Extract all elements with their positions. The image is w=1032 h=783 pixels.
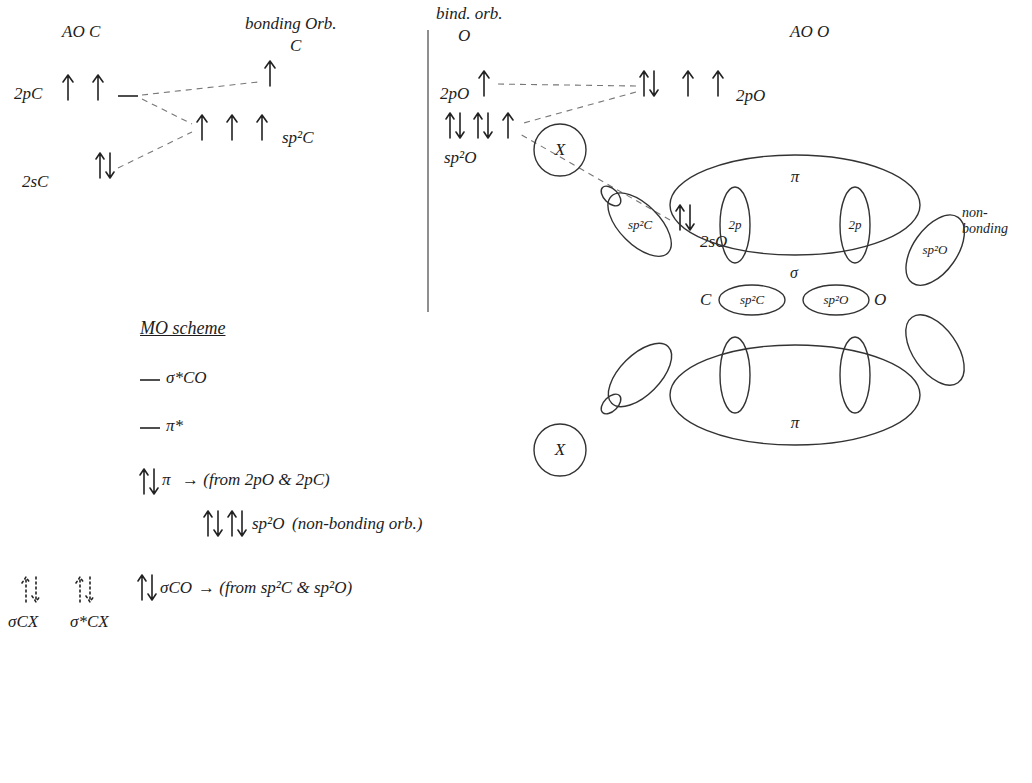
electron-arrow bbox=[197, 115, 207, 140]
lobe-note: non-bonding bbox=[962, 205, 1026, 237]
electron-arrow bbox=[227, 115, 237, 140]
electron-pair bbox=[96, 153, 114, 178]
lobe-label: π bbox=[791, 414, 800, 433]
electron-arrow bbox=[265, 61, 275, 86]
lobe-label: π bbox=[791, 168, 800, 187]
mo-label: π* bbox=[166, 416, 183, 436]
electron-arrow bbox=[63, 75, 73, 100]
level-label: 2pO bbox=[440, 84, 469, 104]
divider-line bbox=[427, 30, 428, 312]
empty-level bbox=[140, 427, 160, 429]
atom-label: C bbox=[700, 290, 711, 310]
substituent-circle: X bbox=[532, 422, 588, 478]
lobe-label: sp²O bbox=[923, 243, 948, 257]
electron-pair bbox=[76, 577, 94, 602]
mo-note: → (from sp²C & sp²O) bbox=[198, 578, 352, 598]
substituent-circle: X bbox=[532, 122, 588, 178]
atom-label: O bbox=[874, 290, 886, 310]
electron-arrow bbox=[257, 115, 267, 140]
p-lobe: 2p bbox=[718, 185, 752, 265]
electron-arrow bbox=[93, 75, 103, 100]
electron-pair bbox=[228, 511, 246, 536]
electron-pair bbox=[474, 113, 492, 138]
hybrid-lobe: sp²O bbox=[904, 213, 966, 287]
mo-label: σCO bbox=[160, 578, 192, 598]
bond-label: σ bbox=[790, 264, 798, 282]
electron-arrow bbox=[479, 71, 489, 96]
lobe-label: sp²C bbox=[628, 218, 652, 232]
mo-label: σCX bbox=[8, 612, 38, 632]
lobe-label: sp²C bbox=[740, 293, 764, 307]
electron-arrow bbox=[683, 71, 693, 96]
lobe-label: X bbox=[555, 141, 565, 160]
electron-pair bbox=[446, 113, 464, 138]
pi-orbital: π bbox=[668, 153, 922, 257]
column-heading: AO C bbox=[62, 22, 100, 42]
level-label: 2pC bbox=[14, 84, 42, 104]
hybrid-lobe: sp²C bbox=[717, 283, 787, 317]
p-lobe: 2p bbox=[838, 185, 872, 265]
correlation-lines bbox=[118, 82, 670, 220]
column-heading: O bbox=[458, 26, 470, 46]
orbital-lobes bbox=[598, 183, 976, 418]
section-heading: MO scheme bbox=[140, 318, 225, 339]
level-label: 2pO bbox=[736, 86, 765, 106]
electron-pair bbox=[22, 577, 40, 602]
level-label: 2sC bbox=[22, 172, 48, 192]
hybrid-lobe: sp²O bbox=[801, 283, 871, 317]
lobe-label: X bbox=[555, 441, 565, 460]
lobe-label: sp²O bbox=[824, 293, 849, 307]
column-heading: bonding Orb. bbox=[245, 14, 337, 34]
column-heading: C bbox=[290, 36, 301, 56]
electron-pair bbox=[204, 511, 222, 536]
electron-arrow bbox=[503, 113, 513, 138]
mo-label: σ*CX bbox=[70, 612, 109, 632]
lobe-label: 2p bbox=[729, 218, 742, 232]
electron-pair bbox=[676, 205, 694, 230]
mo-label: sp²O bbox=[252, 514, 285, 534]
column-heading: bind. orb. bbox=[436, 4, 503, 24]
level-label: sp²O bbox=[444, 148, 477, 168]
pi-orbital: π bbox=[668, 343, 922, 447]
electron-pair bbox=[140, 469, 158, 494]
mo-note: (non-bonding orb.) bbox=[292, 514, 422, 534]
mo-note: → (from 2pO & 2pC) bbox=[182, 470, 330, 490]
electron-arrow bbox=[713, 71, 723, 96]
hybrid-lobe: sp²C bbox=[606, 191, 673, 258]
mo-label: σ*CO bbox=[166, 368, 207, 388]
mo-label: π bbox=[162, 470, 171, 490]
electron-pair bbox=[138, 575, 156, 600]
empty-level bbox=[118, 95, 138, 97]
level-label: sp²C bbox=[282, 128, 314, 148]
empty-level bbox=[140, 379, 160, 381]
electron-pair bbox=[640, 71, 658, 96]
lobe-label: 2p bbox=[849, 218, 862, 232]
column-heading: AO O bbox=[790, 22, 829, 42]
